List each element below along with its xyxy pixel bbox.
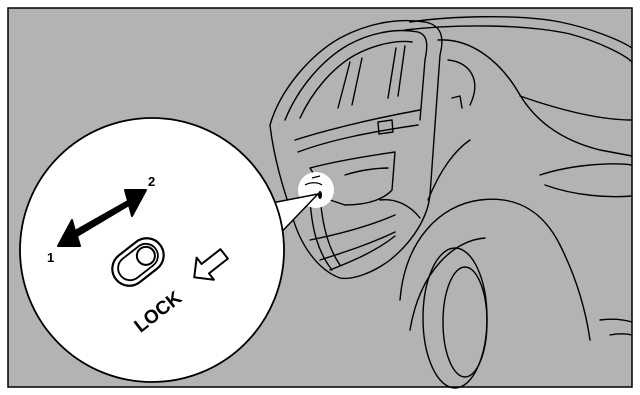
magnified-callout: 1 2 LOCK — [19, 117, 285, 383]
open-rear-door — [269, 19, 443, 280]
arrow-label-end: 2 — [148, 174, 155, 189]
lock-direction-arrow-icon — [193, 248, 229, 281]
double-arrow-icon — [57, 189, 147, 247]
arrow-label-start: 1 — [47, 250, 54, 265]
child-lock-switch-icon — [111, 237, 165, 287]
car-body — [329, 16, 633, 389]
